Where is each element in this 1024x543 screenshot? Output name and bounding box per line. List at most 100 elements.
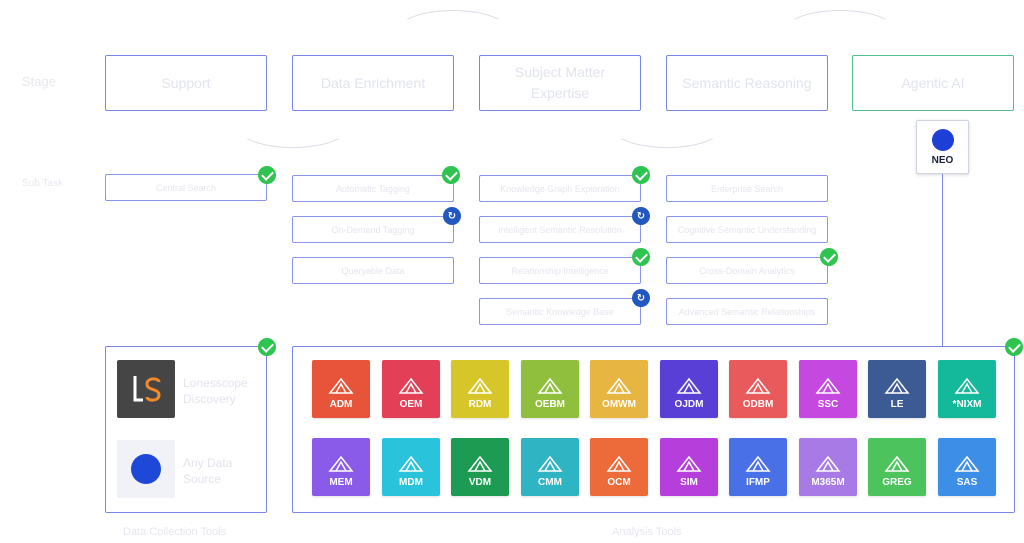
tool-tile-adm[interactable]: ADM bbox=[312, 360, 370, 418]
subtask-central-search[interactable]: Central Search bbox=[105, 174, 267, 201]
tool-tile-nixm[interactable]: *NIXM bbox=[938, 360, 996, 418]
tool-logo-icon bbox=[398, 377, 424, 394]
collector-name: Lonesscope Discovery bbox=[183, 376, 248, 406]
stage-semantic-reasoning[interactable]: Semantic Reasoning bbox=[666, 55, 828, 111]
flow-arc bbox=[612, 108, 722, 148]
tool-label: MEM bbox=[329, 477, 353, 488]
flow-arc bbox=[238, 108, 348, 148]
tools-caption: Analysis Tools bbox=[612, 526, 682, 538]
tool-tile-sas[interactable]: SAS bbox=[938, 438, 996, 496]
tool-logo-icon bbox=[537, 377, 563, 394]
tool-label: OEBM bbox=[535, 399, 565, 410]
data-source-icon[interactable] bbox=[117, 440, 175, 498]
tool-logo-icon bbox=[954, 377, 980, 394]
tool-logo-icon bbox=[815, 455, 841, 472]
tool-tile-odbm[interactable]: ODBM bbox=[729, 360, 787, 418]
tool-tile-ssc[interactable]: SSC bbox=[799, 360, 857, 418]
tool-tile-ojdm[interactable]: OJDM bbox=[660, 360, 718, 418]
tool-tile-mdm[interactable]: MDM bbox=[382, 438, 440, 496]
tool-logo-icon bbox=[606, 455, 632, 472]
subtask-row-label: Sub Task bbox=[22, 178, 63, 189]
sync-icon: ↻ bbox=[632, 207, 650, 225]
stage-agentic-ai[interactable]: Agentic AI bbox=[852, 55, 1014, 111]
tool-logo-icon bbox=[884, 377, 910, 394]
tool-logo-icon bbox=[676, 377, 702, 394]
tool-logo-icon bbox=[467, 377, 493, 394]
tool-logo-icon bbox=[398, 455, 424, 472]
tool-label: OEM bbox=[399, 399, 423, 410]
tool-label: OMWM bbox=[602, 399, 636, 410]
subtask-cognitive-understanding[interactable]: Cognitive Semantic Understanding bbox=[666, 216, 828, 243]
tool-tile-mem[interactable]: MEM bbox=[312, 438, 370, 496]
tool-tile-m365m[interactable]: M365M bbox=[799, 438, 857, 496]
subtask-cross-domain-analytics[interactable]: Cross-Domain Analytics bbox=[666, 257, 828, 284]
tool-label: RDM bbox=[468, 399, 492, 410]
tool-tile-vdm[interactable]: VDM bbox=[451, 438, 509, 496]
tool-logo-icon bbox=[884, 455, 910, 472]
neo-card[interactable]: NEO bbox=[916, 120, 969, 174]
tool-label: CMM bbox=[538, 477, 562, 488]
stage-subject-matter-expertise[interactable]: Subject Matter Expertise bbox=[479, 55, 641, 111]
tool-tile-oem[interactable]: OEM bbox=[382, 360, 440, 418]
tool-logo-icon bbox=[676, 455, 702, 472]
subtask-knowledge-graph[interactable]: Knowledge Graph Exploration bbox=[479, 175, 641, 202]
stage-data-enrichment[interactable]: Data Enrichment bbox=[292, 55, 454, 111]
subtask-relationship-intelligence[interactable]: Relationship Intelligence bbox=[479, 257, 641, 284]
collectors-caption: Data Collection Tools bbox=[123, 526, 227, 538]
tool-tile-greg[interactable]: GREG bbox=[868, 438, 926, 496]
check-icon bbox=[1005, 338, 1023, 356]
tool-logo-icon bbox=[328, 455, 354, 472]
check-icon bbox=[258, 338, 276, 356]
tool-logo-icon bbox=[745, 455, 771, 472]
tool-label: OJDM bbox=[674, 399, 704, 410]
tool-tile-cmm[interactable]: CMM bbox=[521, 438, 579, 496]
subtask-semantic-knowledge-base[interactable]: Semantic Knowledge Base bbox=[479, 298, 641, 325]
subtask-automatic-tagging[interactable]: Automatic Tagging bbox=[292, 175, 454, 202]
tool-label: OCM bbox=[607, 477, 631, 488]
subtask-enterprise-search[interactable]: Enterprise Search bbox=[666, 175, 828, 202]
subtask-semantic-resolution[interactable]: Intelligent Semantic Resolution bbox=[479, 216, 641, 243]
tool-label: ODBM bbox=[742, 399, 774, 410]
subtask-advanced-relationships[interactable]: Advanced Semantic Relationships bbox=[666, 298, 828, 325]
tool-label: SAS bbox=[956, 477, 978, 488]
subtask-on-demand-tagging[interactable]: On-Demand Tagging bbox=[292, 216, 454, 243]
sync-icon: ↻ bbox=[443, 207, 461, 225]
collector-name: Any Data Source bbox=[183, 456, 233, 486]
sync-icon: ↻ bbox=[632, 289, 650, 307]
stage-row-label: Stage bbox=[22, 74, 56, 89]
check-icon bbox=[632, 166, 650, 184]
tool-label: GREG bbox=[882, 477, 912, 488]
flow-arc bbox=[785, 10, 895, 50]
tool-label: IFMP bbox=[746, 477, 770, 488]
tool-logo-icon bbox=[537, 455, 563, 472]
tool-tile-omwm[interactable]: OMWM bbox=[590, 360, 648, 418]
check-icon bbox=[632, 248, 650, 266]
tool-label: LE bbox=[890, 399, 904, 410]
tool-tile-oebm[interactable]: OEBM bbox=[521, 360, 579, 418]
check-icon bbox=[442, 166, 460, 184]
tool-tile-ocm[interactable]: OCM bbox=[590, 438, 648, 496]
tool-logo-icon bbox=[328, 377, 354, 394]
tool-tile-sim[interactable]: SIM bbox=[660, 438, 718, 496]
flow-arc bbox=[398, 10, 508, 50]
tool-logo-icon bbox=[606, 377, 632, 394]
tool-label: MDM bbox=[399, 477, 423, 488]
ls-logo-icon[interactable] bbox=[117, 360, 175, 418]
tool-label: *NIXM bbox=[952, 399, 982, 410]
tool-logo-icon bbox=[467, 455, 493, 472]
tool-label: SIM bbox=[680, 477, 698, 488]
neo-label: NEO bbox=[931, 154, 954, 166]
tool-logo-icon bbox=[954, 455, 980, 472]
neo-connector bbox=[942, 174, 943, 346]
tool-label: VDM bbox=[468, 477, 492, 488]
tool-label: ADM bbox=[329, 399, 353, 410]
check-icon bbox=[820, 248, 838, 266]
tool-tile-rdm[interactable]: RDM bbox=[451, 360, 509, 418]
tool-tile-le[interactable]: LE bbox=[868, 360, 926, 418]
tool-logo-icon bbox=[745, 377, 771, 394]
subtask-queryable-data[interactable]: Queryable Data bbox=[292, 257, 454, 284]
tool-label: M365M bbox=[811, 477, 845, 488]
neo-icon bbox=[931, 128, 954, 151]
tool-tile-ifmp[interactable]: IFMP bbox=[729, 438, 787, 496]
stage-support[interactable]: Support bbox=[105, 55, 267, 111]
